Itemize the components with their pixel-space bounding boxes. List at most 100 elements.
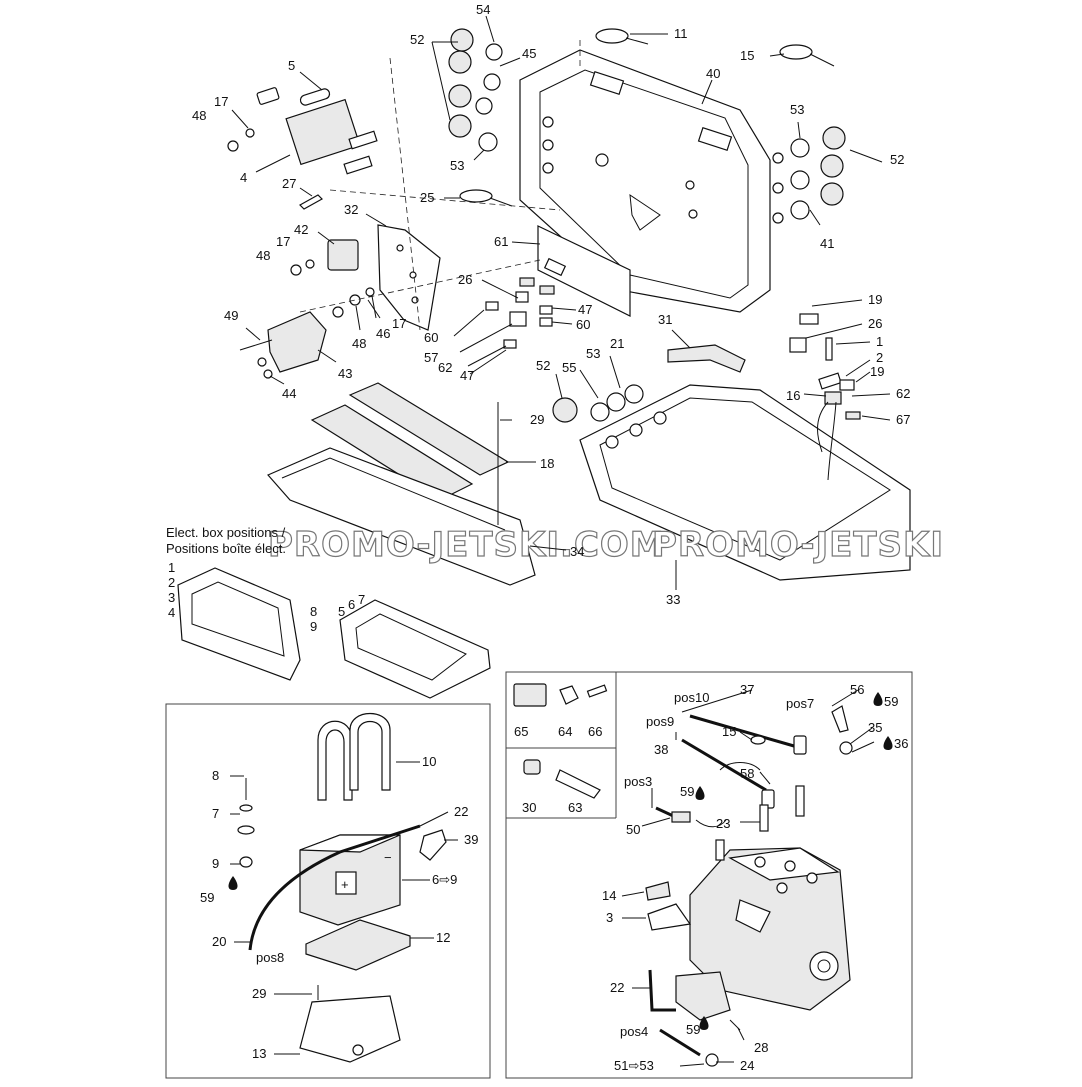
- battery-minus-sign: −: [384, 850, 392, 865]
- callout-17: 17: [214, 94, 228, 109]
- callout-22: 22: [454, 804, 468, 819]
- pos-label-4: 4: [168, 605, 175, 620]
- strap-part: [667, 344, 746, 373]
- pos-label-8: 8: [310, 604, 317, 619]
- callout-17-mid: 17: [276, 234, 290, 249]
- callout-34: 34: [570, 544, 584, 559]
- callout-8: 8: [212, 768, 219, 783]
- callout-10: 10: [422, 754, 436, 769]
- callout-24: 24: [740, 1058, 754, 1073]
- callout-52: 52: [410, 32, 424, 47]
- callout-55: 55: [562, 360, 576, 375]
- callout-51-to-53: 51⇨53: [614, 1058, 654, 1073]
- battery-part: + −: [237, 712, 447, 1063]
- callout-37: 37: [740, 682, 754, 697]
- callout-21: 21: [610, 336, 624, 351]
- engine-panel-frame: [505, 671, 913, 1079]
- callout-40: 40: [706, 66, 720, 81]
- callout-5: 5: [288, 58, 295, 73]
- callout-56: 56: [850, 682, 864, 697]
- callout-59-engine-top: 59: [884, 694, 898, 709]
- callout-57: 57: [424, 350, 438, 365]
- watermark-left: PROMO-JETSKI.COM: [268, 525, 665, 565]
- callout-59-engine-bottom: 59: [686, 1022, 700, 1037]
- oil-drop-icon: [228, 876, 238, 890]
- callout-60: 60: [424, 330, 438, 345]
- callout-26: 26: [458, 272, 472, 287]
- relay-part: [227, 87, 378, 210]
- callout-63: 63: [568, 800, 582, 815]
- callout-66: 66: [588, 724, 602, 739]
- grommet-group-left: [448, 28, 503, 152]
- leader-lines: [230, 15, 891, 1067]
- callout-27: 27: [282, 176, 296, 191]
- callout-41: 41: [820, 236, 834, 251]
- pos-label-1: 1: [168, 560, 175, 575]
- callout-39: 39: [464, 832, 478, 847]
- callout-1: 1: [876, 334, 883, 349]
- callout-53: 53: [450, 158, 464, 173]
- callout-60-right: 60: [576, 317, 590, 332]
- pos-label-7: 7: [358, 592, 365, 607]
- callout-44: 44: [282, 386, 296, 401]
- callout-45: 45: [522, 46, 536, 61]
- callout-7: 7: [212, 806, 219, 821]
- callout-47: 47: [578, 302, 592, 317]
- callout-pos9: pos9: [646, 714, 674, 729]
- callout-67: 67: [896, 412, 910, 427]
- callout-25: 25: [420, 190, 434, 205]
- fuse-block-part: [485, 225, 631, 349]
- callout-17-lower: 17: [392, 316, 406, 331]
- callout-15: 15: [740, 48, 754, 63]
- callout-49: 49: [224, 308, 238, 323]
- callout-31: 31: [658, 312, 672, 327]
- callout-59-engine-mid: 59: [680, 784, 694, 799]
- position-box-diagram: [177, 567, 491, 699]
- oil-drop-icon: [883, 736, 893, 750]
- callout-62-right: 62: [896, 386, 910, 401]
- pos-label-2: 2: [168, 575, 175, 590]
- callout-3: 3: [606, 910, 613, 925]
- callout-58: 58: [740, 766, 754, 781]
- callout-35: 35: [868, 720, 882, 735]
- callout-16: 16: [786, 388, 800, 403]
- electrical-box-part: [519, 49, 771, 313]
- pos-label-5: 5: [338, 604, 345, 619]
- callout-pos7: pos7: [786, 696, 814, 711]
- callout-9: 9: [212, 856, 219, 871]
- callout-36: 36: [894, 736, 908, 751]
- pos-label-6: 6: [348, 597, 355, 612]
- callout-38: 38: [654, 742, 668, 757]
- callout-30: 30: [522, 800, 536, 815]
- callout-43: 43: [338, 366, 352, 381]
- grommet-group-right: [772, 126, 846, 224]
- callout-52-right: 52: [890, 152, 904, 167]
- callout-19: 19: [868, 292, 882, 307]
- callout-6-to-9: 6⇨9: [432, 872, 457, 887]
- connector-small-parts: [513, 683, 608, 799]
- pos-label-9: 9: [310, 619, 317, 634]
- positions-caption-1: Elect. box positions /: [166, 525, 286, 540]
- callout-46: 46: [376, 326, 390, 341]
- callout-53-lower: 53: [586, 346, 600, 361]
- callout-pos10: pos10: [674, 690, 709, 705]
- callout-47-lower: 47: [460, 368, 474, 383]
- callout-65: 65: [514, 724, 528, 739]
- callout-48: 48: [192, 108, 206, 123]
- callout-26-right: 26: [868, 316, 882, 331]
- ignition-leads: [645, 705, 853, 1067]
- callout-42: 42: [294, 222, 308, 237]
- callout-48-mid: 48: [256, 248, 270, 263]
- callout-4: 4: [240, 170, 247, 185]
- cable-tie-15: [779, 44, 813, 60]
- callout-12: 12: [436, 930, 450, 945]
- callout-33: 33: [666, 592, 680, 607]
- callout-64: 64: [558, 724, 572, 739]
- callout-48-lower: 48: [352, 336, 366, 351]
- cable-tie-25: [459, 189, 493, 203]
- callout-11: 11: [674, 26, 688, 41]
- callout-labels: 5 17 48 4 27 52 54 45 53 11 15 40 53 52 …: [192, 2, 910, 1073]
- connector-group-right: [789, 313, 861, 481]
- callout-2: 2: [876, 350, 883, 365]
- callout-29-battery: 29: [252, 986, 266, 1001]
